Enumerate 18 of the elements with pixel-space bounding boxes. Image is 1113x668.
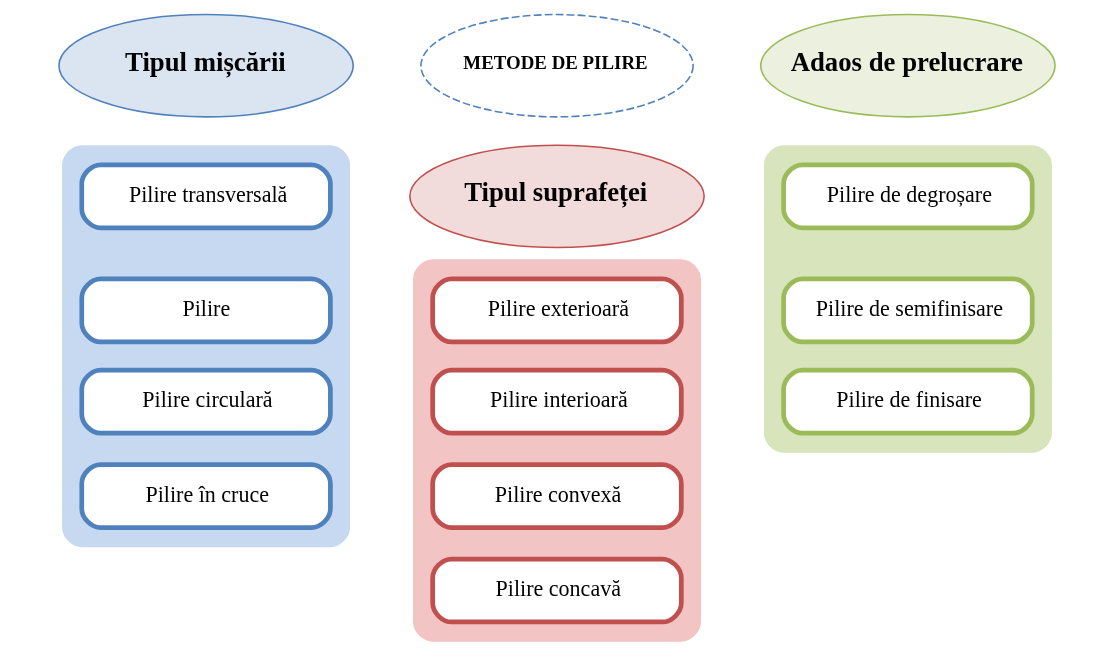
node-box: Pilire concavă	[429, 556, 684, 625]
node-box: Pilire interioară	[429, 367, 684, 436]
node-box: Pilire de finisare	[780, 367, 1035, 436]
node-box: Pilire circulară	[78, 367, 333, 436]
node-ellipse: METODE DE PILIRE	[419, 13, 694, 118]
node-box: Pilire exterioară	[429, 276, 684, 345]
node-ellipse: Adaos de prelucrare	[759, 13, 1056, 118]
node-ellipse: Tipul suprafeței	[408, 144, 705, 249]
node-box: Pilire de semifinisare	[780, 276, 1035, 345]
node-box: Pilire	[78, 276, 333, 345]
cluster	[412, 259, 701, 642]
node-box: Pilire de degroșare	[780, 162, 1035, 231]
node-box: Pilire transversală	[78, 162, 333, 231]
cluster	[763, 145, 1052, 453]
node-ellipse: Tipul mișcării	[57, 13, 354, 118]
node-box: Pilire convexă	[429, 462, 684, 530]
node-box: Pilire în cruce	[78, 462, 333, 530]
cluster	[61, 145, 350, 548]
